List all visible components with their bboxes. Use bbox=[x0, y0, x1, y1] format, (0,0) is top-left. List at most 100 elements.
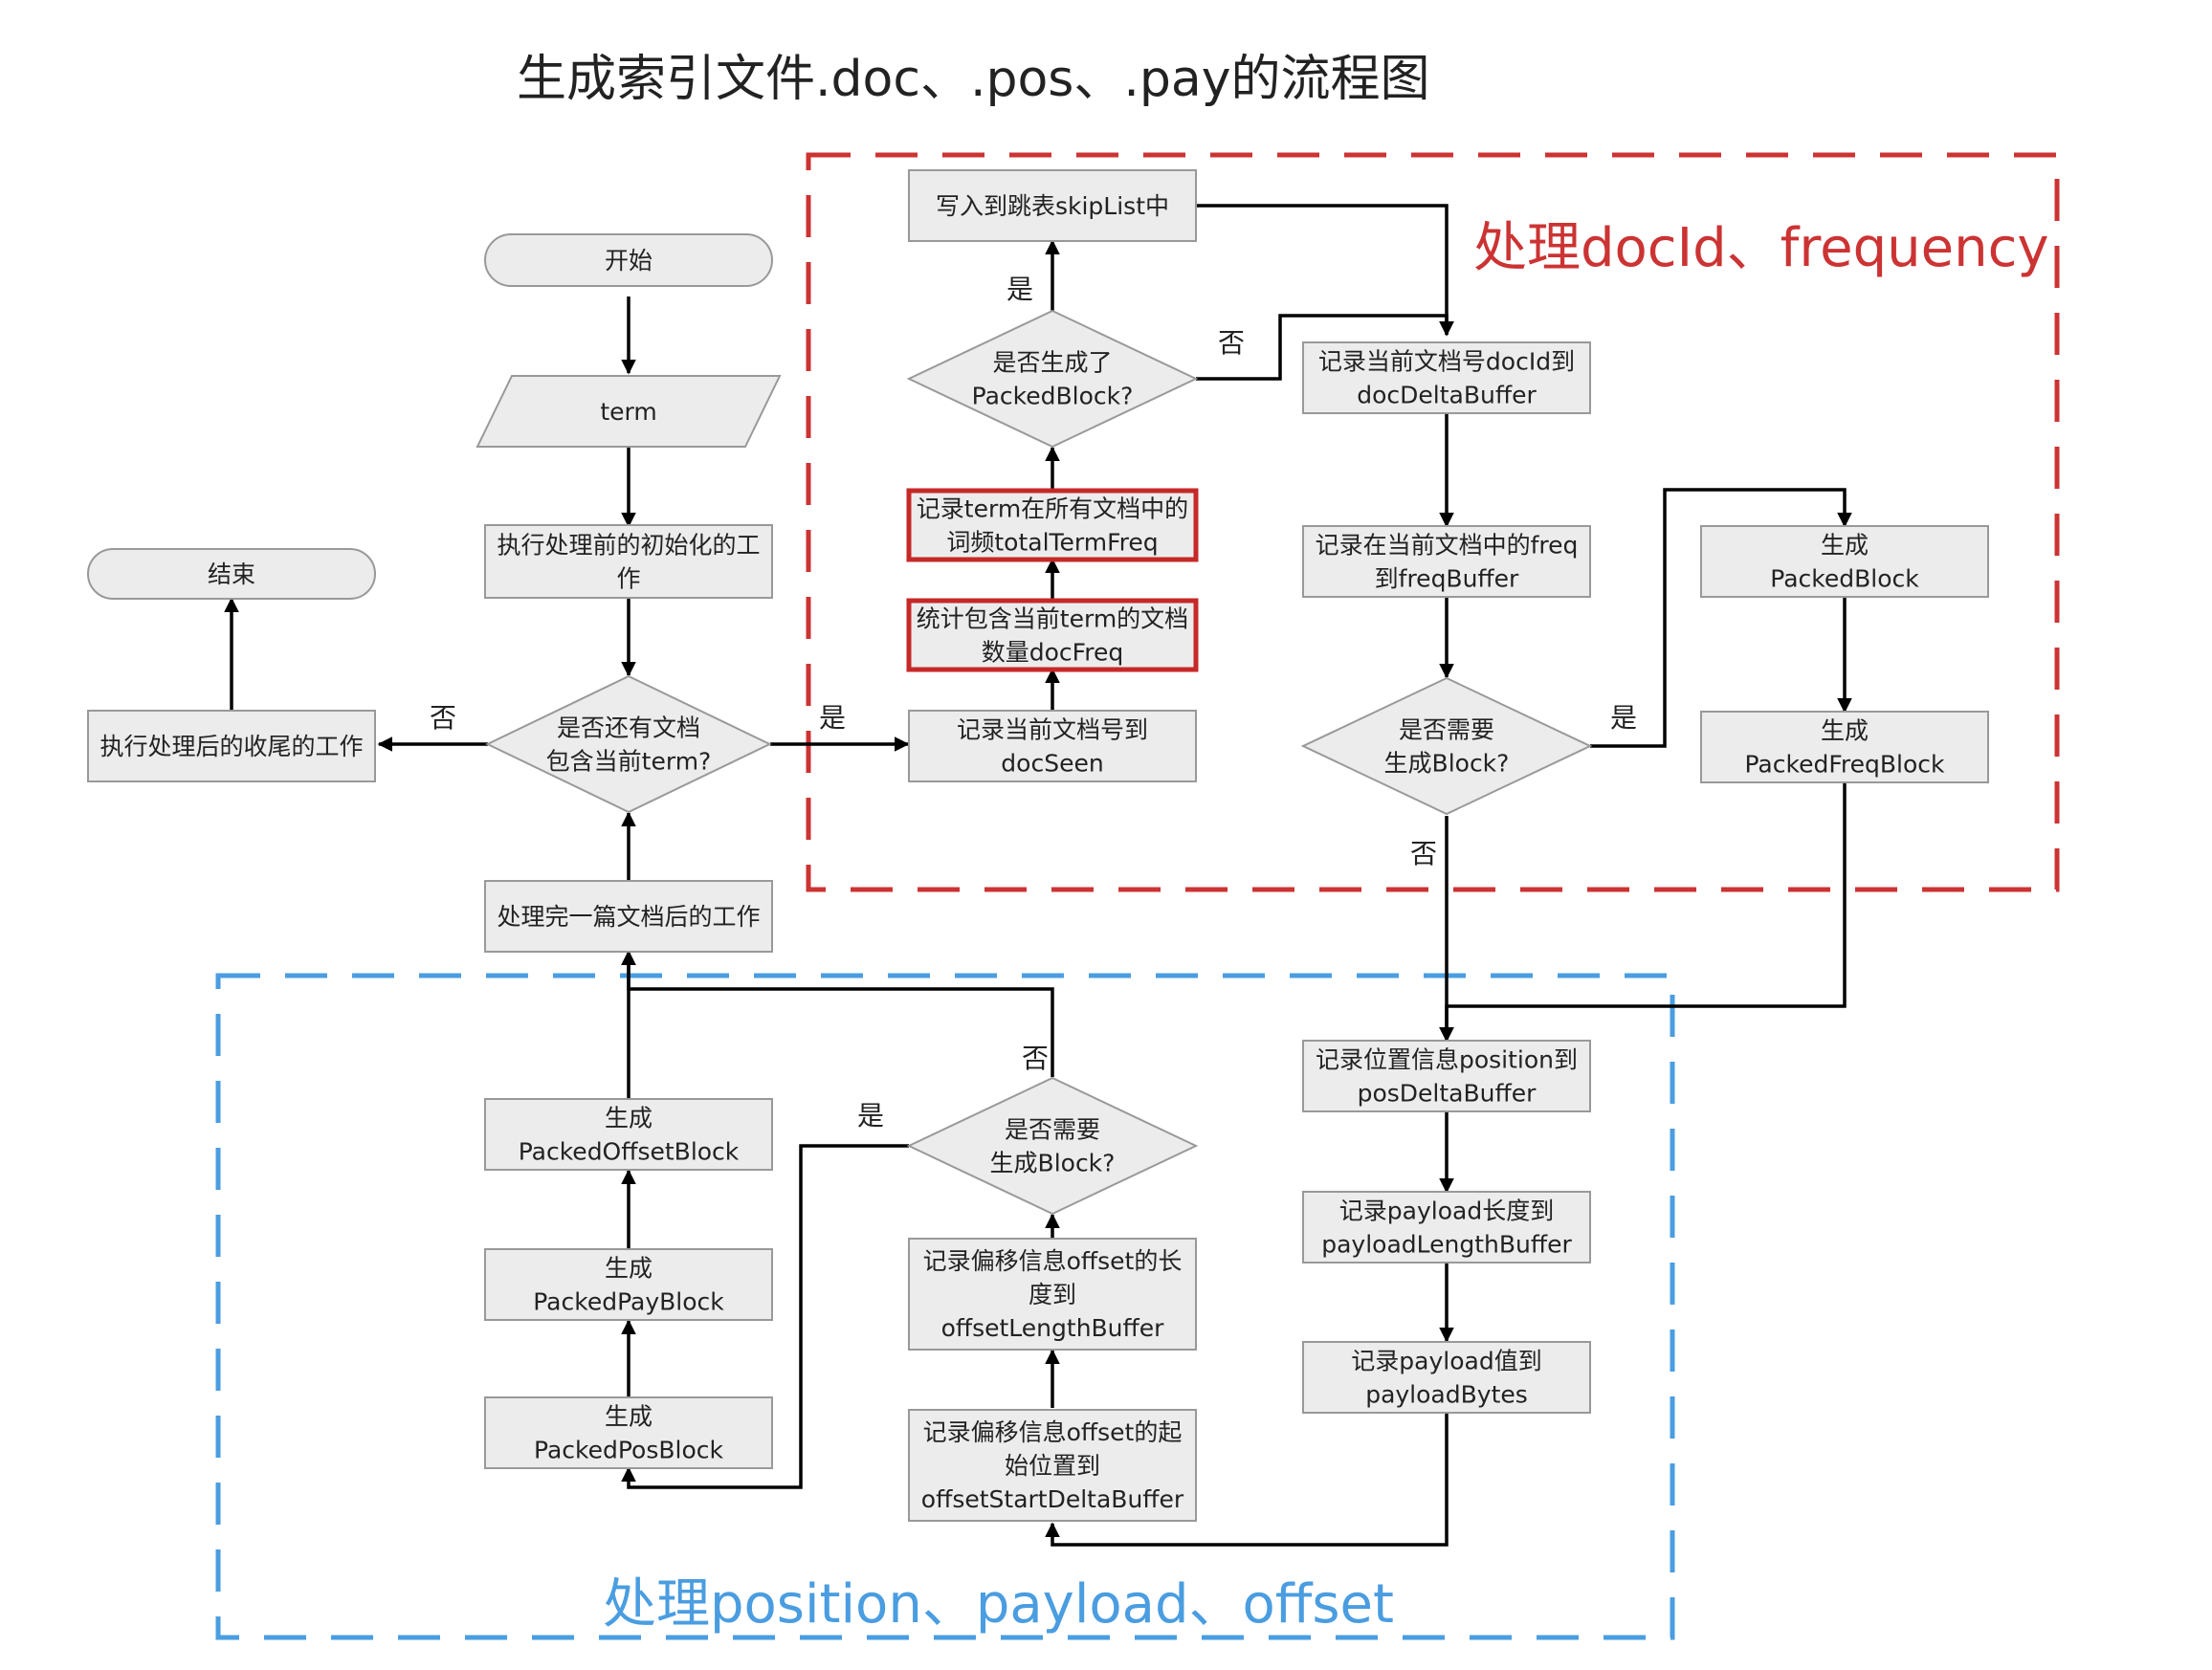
node-packed-block-q-text-1: PackedBlock? bbox=[972, 383, 1134, 410]
node-has-doc-text-0: 是否还有文档 bbox=[557, 714, 700, 742]
node-pos-delta-text-0: 记录位置信息position到 bbox=[1316, 1046, 1578, 1074]
node-packed-block-q-diamond bbox=[906, 309, 1199, 449]
node-freq-buffer-text-1: 到freqBuffer bbox=[1375, 565, 1519, 593]
node-start-rounded-rect bbox=[484, 233, 773, 287]
node-packed-pay-block-rect bbox=[484, 1248, 773, 1321]
node-init-text-0: 执行处理前的初始化的工 bbox=[497, 532, 760, 560]
node-finish-text-0: 执行处理后的收尾的工作 bbox=[100, 733, 363, 760]
node-end-rounded-rect bbox=[87, 548, 376, 600]
edges bbox=[224, 204, 1852, 1547]
node-doc-done-text-0: 处理完一篇文档后的工作 bbox=[497, 903, 760, 931]
node-packed-pay-block: 生成 PackedPayBlock bbox=[484, 1248, 773, 1321]
node-packed-pos-block-text-0: 生成 bbox=[605, 1403, 653, 1431]
node-doc-seen-rect bbox=[908, 710, 1197, 782]
node-start-text-0: 开始 bbox=[605, 247, 653, 275]
node-gen-block-q1-text-0: 是否需要 bbox=[1399, 716, 1494, 744]
edge-skiplist-docdelta bbox=[1196, 204, 1454, 337]
node-doc-done: 处理完一篇文档后的工作 bbox=[484, 880, 773, 953]
node-total-term-freq-text-0: 记录term在所有文档中的 bbox=[917, 495, 1188, 523]
node-doc-freq-text-0: 统计包含当前term的文档 bbox=[917, 605, 1188, 633]
node-freq-buffer-rect bbox=[1302, 525, 1591, 598]
node-packed-block-rect bbox=[1700, 525, 1989, 598]
node-end: 结束 bbox=[87, 548, 376, 600]
node-doc-seen-text-0: 记录当前文档号到 bbox=[957, 716, 1148, 744]
edge-paybytes-offsetstart bbox=[1045, 1413, 1449, 1547]
node-doc-seen-text-1: docSeen bbox=[1001, 750, 1103, 778]
node-doc-delta-rect bbox=[1302, 341, 1591, 414]
node-offset-start-text-2: offsetStartDeltaBuffer bbox=[921, 1485, 1184, 1513]
edge-labels: 否 是 是 否 是 否 否 是 bbox=[430, 274, 1637, 1132]
node-payload-len-text-0: 记录payload长度到 bbox=[1339, 1198, 1554, 1225]
node-payload-bytes: 记录payload值到 payloadBytes bbox=[1302, 1341, 1591, 1414]
edge-genq1-packedblock bbox=[1590, 488, 1852, 748]
label-yes-posblock: 是 bbox=[857, 1100, 884, 1132]
node-gen-block-q1-text-1: 生成Block? bbox=[1384, 750, 1510, 778]
node-term-text-0: term bbox=[600, 398, 656, 426]
node-offset-start-rect bbox=[908, 1409, 1197, 1522]
node-doc-delta-text-0: 记录当前文档号docId到 bbox=[1318, 348, 1575, 376]
label-yes-skiplist: 是 bbox=[1006, 274, 1033, 305]
label-no-docdone: 否 bbox=[1022, 1043, 1049, 1074]
label-yes-docseen: 是 bbox=[819, 702, 846, 734]
node-packed-pay-block-text-0: 生成 bbox=[605, 1255, 653, 1283]
diagram-title: 生成索引文件.doc、.pos、.pay的流程图 bbox=[517, 51, 1430, 108]
node-payload-len-rect bbox=[1302, 1191, 1591, 1263]
node-pos-delta: 记录位置信息position到 posDeltaBuffer bbox=[1302, 1040, 1591, 1112]
node-packed-block-text-1: PackedBlock bbox=[1770, 565, 1919, 593]
node-end-text-0: 结束 bbox=[208, 560, 255, 588]
node-skip-list-text-0: 写入到跳表skipList中 bbox=[936, 192, 1169, 220]
edge-genq2-docdone bbox=[621, 950, 1054, 1077]
node-packed-pay-block-text-1: PackedPayBlock bbox=[533, 1288, 724, 1316]
node-payload-bytes-rect bbox=[1302, 1341, 1591, 1414]
node-term: term bbox=[476, 375, 782, 448]
node-doc-freq-rect bbox=[906, 598, 1199, 672]
node-payload-len-text-1: payloadLengthBuffer bbox=[1321, 1231, 1572, 1259]
node-offset-len-text-1: 度到 bbox=[1029, 1281, 1076, 1308]
node-packed-offset-block-text-1: PackedOffsetBlock bbox=[519, 1138, 740, 1166]
label-yes-packedblock: 是 bbox=[1610, 702, 1637, 734]
region-doc-freq-label: 处理docId、frequency bbox=[1473, 217, 2049, 279]
node-pos-delta-rect bbox=[1302, 1040, 1591, 1112]
node-freq-buffer-text-0: 记录在当前文档中的freq bbox=[1316, 532, 1579, 560]
region-pos-pay-offset-label: 处理position、payload、offset bbox=[603, 1573, 1394, 1636]
node-total-term-freq-rect bbox=[906, 488, 1199, 562]
node-packed-offset-block-rect bbox=[484, 1098, 773, 1171]
edge-freqblock-posdelta bbox=[1439, 782, 1847, 1043]
node-payload-len: 记录payload长度到 payloadLengthBuffer bbox=[1302, 1191, 1591, 1263]
node-gen-block-q2-text-1: 生成Block? bbox=[990, 1150, 1116, 1177]
edge-genq2-posblock bbox=[621, 1144, 909, 1489]
node-pos-delta-text-1: posDeltaBuffer bbox=[1358, 1080, 1537, 1108]
node-payload-bytes-text-0: 记录payload值到 bbox=[1351, 1348, 1541, 1375]
node-doc-done-rect bbox=[484, 880, 773, 953]
node-offset-len-text-2: offsetLengthBuffer bbox=[941, 1314, 1165, 1342]
node-packed-block-text-0: 生成 bbox=[1821, 532, 1869, 560]
node-payload-bytes-text-1: payloadBytes bbox=[1365, 1381, 1528, 1409]
node-packed-block: 生成 PackedBlock bbox=[1700, 525, 1989, 598]
node-doc-delta-text-1: docDeltaBuffer bbox=[1357, 382, 1537, 409]
node-has-doc-text-1: 包含当前term? bbox=[546, 748, 712, 776]
node-init-text-1: 作 bbox=[616, 565, 640, 593]
node-term-parallelogram bbox=[476, 375, 782, 448]
label-no-finish: 否 bbox=[430, 702, 456, 734]
label-no-posdelta: 否 bbox=[1410, 838, 1437, 869]
node-doc-delta: 记录当前文档号docId到 docDeltaBuffer bbox=[1302, 341, 1591, 414]
node-freq-buffer: 记录在当前文档中的freq 到freqBuffer bbox=[1302, 525, 1591, 598]
node-skip-list: 写入到跳表skipList中 bbox=[908, 169, 1197, 242]
node-offset-start-text-0: 记录偏移信息offset的起 bbox=[923, 1418, 1183, 1446]
node-doc-freq-text-1: 数量docFreq bbox=[982, 639, 1123, 667]
node-doc-seen: 记录当前文档号到 docSeen bbox=[908, 710, 1197, 782]
node-start: 开始 bbox=[484, 233, 773, 287]
region-pos-pay-offset-box bbox=[215, 973, 1675, 1640]
